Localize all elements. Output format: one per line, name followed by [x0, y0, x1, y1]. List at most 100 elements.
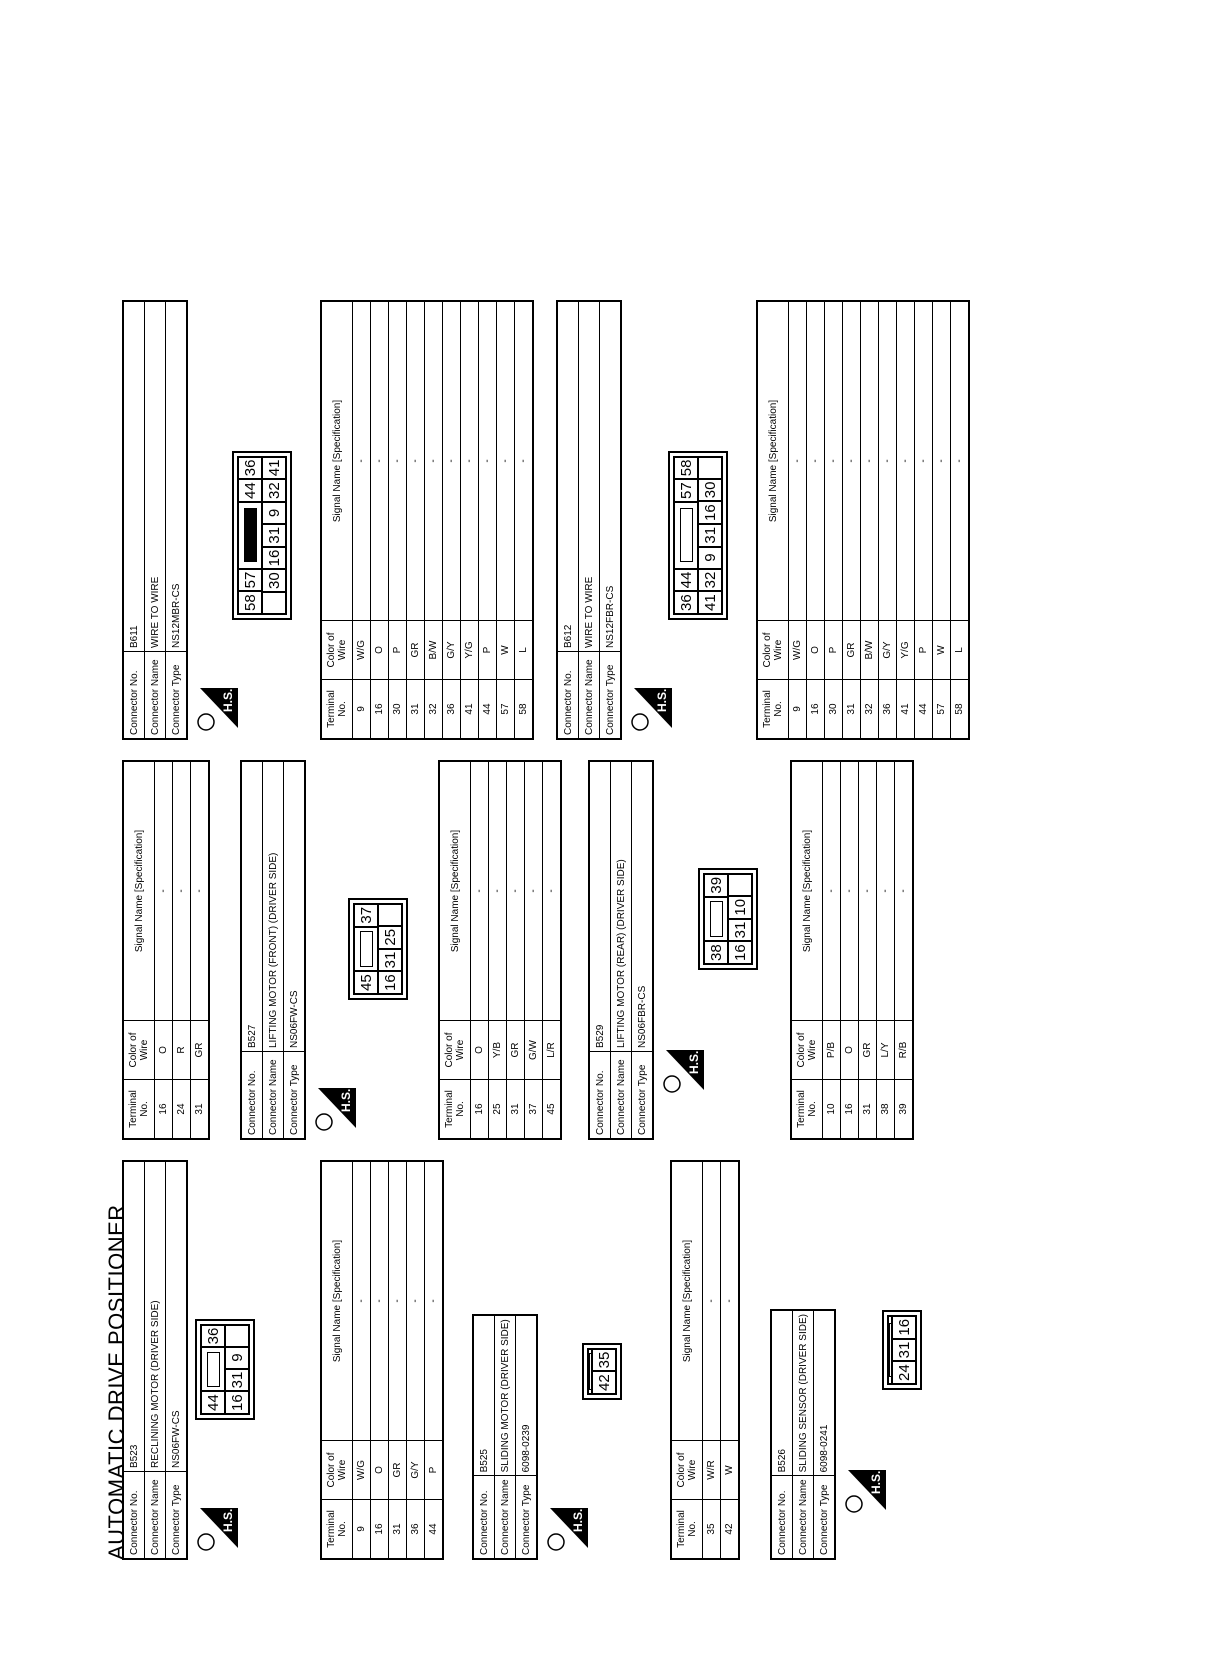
connector-name: WIRE TO WIRE [144, 301, 166, 652]
pin-number: 32 [698, 568, 722, 592]
svg-text:H.S.: H.S. [571, 1509, 585, 1532]
signal-name-cell: - [190, 761, 209, 1021]
terminal-no-cell: 37 [524, 1079, 543, 1139]
pin-number: 16 [728, 941, 752, 964]
terminal-no-cell: 58 [514, 679, 533, 739]
harness-side-icon: H.S. [630, 684, 679, 732]
connector-type: 6098-0239 [515, 1315, 537, 1476]
svg-text:H.S.: H.S. [869, 1471, 883, 1494]
connector-name: RECLINING MOTOR (DRIVER SIDE) [144, 1161, 166, 1472]
wire-color-cell: Y/G [896, 620, 915, 680]
signal-name-cell: - [878, 301, 897, 621]
pin-number: 41 [698, 591, 722, 614]
terminal-no-cell: 31 [858, 1079, 877, 1139]
connector-no: B525 [473, 1315, 495, 1476]
signal-name-cell: - [442, 301, 461, 621]
pin-number: 9 [225, 1346, 249, 1369]
wire-color-cell: P [914, 620, 933, 680]
connector-no: B611 [123, 301, 145, 652]
terminal-no-cell: 38 [876, 1079, 895, 1139]
terminal-no-cell: 32 [424, 679, 443, 739]
signal-name-cell: - [352, 1161, 371, 1441]
pin-number [262, 592, 286, 614]
pin-number: 44 [238, 479, 262, 502]
signal-name-cell: - [154, 761, 173, 1021]
terminal-no-cell: 25 [488, 1079, 507, 1139]
terminal-no-cell: 16 [840, 1079, 859, 1139]
signal-name-cell: - [720, 1161, 739, 1441]
pin-number: 57 [674, 479, 698, 502]
signal-name-cell: - [388, 301, 407, 621]
pin-number: 39 [704, 873, 728, 897]
pin-number: 44 [674, 568, 698, 592]
pin-number: 31 [225, 1368, 249, 1392]
signal-name-cell: - [824, 301, 843, 621]
signal-name-cell: - [424, 301, 443, 621]
harness-side-icon: H.S. [546, 1504, 595, 1552]
signal-name-cell: - [406, 1161, 425, 1441]
connector-no: B612 [557, 301, 579, 652]
label: Connector No. [123, 1471, 145, 1559]
wire-color-cell: P [478, 620, 497, 680]
signal-name-cell: - [424, 1161, 443, 1441]
svg-text:H.S.: H.S. [687, 1051, 701, 1074]
wire-color-cell: P [388, 620, 407, 680]
pin-number: 25 [378, 925, 402, 949]
terminal-no-cell: 36 [406, 1499, 425, 1559]
terminal-no-cell: 16 [370, 1499, 389, 1559]
pin-number: 32 [262, 479, 286, 502]
signal-name-cell: - [478, 301, 497, 621]
terminal-no-cell: 30 [824, 679, 843, 739]
pin-number: 16 [892, 1315, 916, 1339]
pin-number: 35 [592, 1348, 616, 1372]
wire-color-cell: O [840, 1020, 859, 1080]
pin-number: 31 [728, 918, 752, 942]
terminal-no-cell: 57 [932, 679, 951, 739]
signal-name-cell: - [914, 301, 933, 621]
wire-color-cell: GR [406, 620, 425, 680]
pin-number: 31 [378, 948, 402, 972]
svg-text:H.S.: H.S. [339, 1089, 353, 1112]
pin-number: 10 [728, 895, 752, 919]
signal-name-cell: - [932, 301, 951, 621]
terminal-no-cell: 44 [914, 679, 933, 739]
signal-name-cell: - [788, 301, 807, 621]
terminal-no-cell: 10 [822, 1079, 841, 1139]
wire-color-cell: G/Y [406, 1440, 425, 1500]
connector-type: 6098-0241 [813, 1310, 835, 1476]
signal-name-cell: - [514, 301, 533, 621]
wire-color-cell: O [470, 1020, 489, 1080]
wire-color-cell: W/G [352, 620, 371, 680]
terminal-no-cell: 41 [460, 679, 479, 739]
wire-color-cell: L/R [542, 1020, 561, 1080]
terminal-no-cell: 42 [720, 1499, 739, 1559]
signal-name-cell: - [896, 301, 915, 621]
wire-color-cell: W/G [788, 620, 807, 680]
